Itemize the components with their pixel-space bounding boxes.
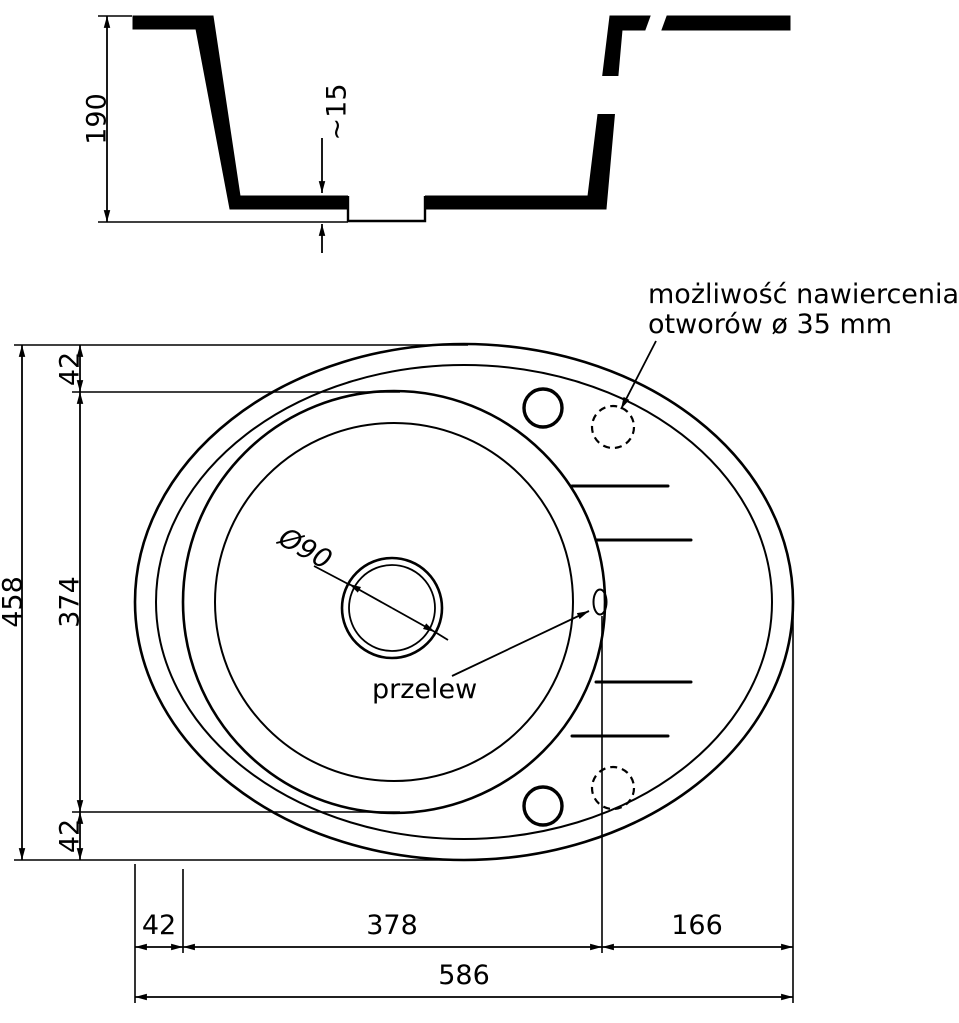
dim-bowl-width-label: 378 [366,910,418,941]
drill-note: możliwość nawiercenia otworów ø 35 mm [620,279,959,410]
drill-note-line2: otworów ø 35 mm [648,309,892,340]
overflow-label: przelew [372,674,477,705]
dim-total-height-label: 458 [0,576,29,628]
overflow-hole-gap [589,76,624,114]
drain-recess-cutout [348,190,425,223]
drain-diameter-label: Ø90 [272,521,337,576]
plan-view: Ø90 przelew możliwość nawiercenia otworó… [0,279,959,1003]
sink-rim-inner-outline [155,364,773,840]
dim-offset-left-label: 42 [142,910,176,941]
overflow-callout: przelew [372,610,590,705]
dim-margin-bottom-label: 42 [55,819,86,853]
dimension-bottom-row: 42 378 166 586 [134,607,794,1003]
sink-outer-outline [133,342,795,862]
rim-hole-gap [644,12,668,34]
bowl-outer-circle [181,389,607,815]
tap-hole-top [522,387,564,429]
drain-inner-circle [348,564,436,652]
dim-bowl-height-label: 374 [55,576,86,628]
drill-hole-bottom-dashed [590,765,636,811]
drain-recess-outline [346,196,427,223]
dim-total-width-label: 586 [438,960,490,991]
drill-hole-top-dashed [590,404,636,450]
tap-hole-bottom [522,785,564,827]
dimension-bowl-vertical: 42 374 42 [55,345,400,860]
dim-drain-depth-label: ~15 [322,84,353,141]
dim-section-height-label: 190 [82,93,113,145]
dimension-section-height: 190 [82,15,348,223]
dimension-drain-diameter: Ø90 [272,521,449,641]
section-view: 190 ~15 [82,12,791,253]
dimension-total-height: 458 [0,344,468,861]
drill-note-line1: możliwość nawiercenia [648,279,959,310]
sink-section-profile [132,15,791,210]
overflow-mark [592,588,608,616]
drainer-grooves [570,484,693,738]
drain-outer-circle [340,556,444,660]
bowl-inner-circle [214,422,574,782]
dim-drainer-width-label: 166 [671,910,723,941]
dimension-drain-depth: ~15 [318,84,353,253]
dim-margin-top-label: 42 [55,352,86,386]
